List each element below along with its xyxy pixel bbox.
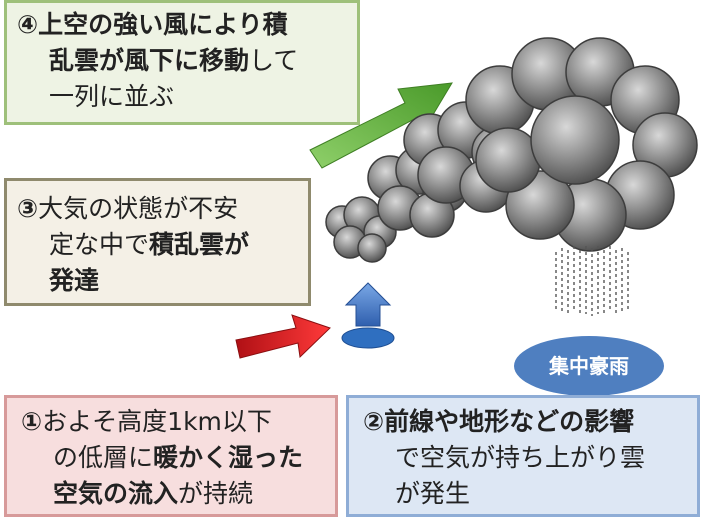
step4-line2-rest: して [249,46,299,75]
step3-line3: 発達 [49,266,100,295]
step2-number: ② [363,407,385,436]
cloud-large [465,37,698,252]
step2-line3: が発生 [395,479,471,508]
blue-up-arrow-icon [341,282,395,349]
step3-line2: 定な中で [49,230,150,259]
step3-box: ③大気の状態が不安 定な中で積乱雲が 発達 [4,178,311,306]
step1-line1: およそ高度1km以下 [42,407,272,436]
step1-number: ① [21,407,43,436]
heavy-rain-label: 集中豪雨 [514,336,664,396]
cloud-medium-2 [403,101,525,213]
step4-box: ④上空の強い風により積 乱雲が風下に移動して 一列に並ぶ [4,0,360,125]
step2-line1: 前線や地形などの影響 [384,407,635,436]
step4-line1: 上空の強い風により積 [38,10,288,39]
cumulonimbus-cloud-icon [325,37,698,263]
step1-line3-bold: 空気の流入 [53,479,179,508]
step4-line2-bold: 乱雲が風下に移動 [49,46,250,75]
step4-line3: 一列に並ぶ [49,82,175,111]
red-arrow-icon [235,314,331,359]
step1-line2: の低層に [53,443,154,472]
step1-line3: が持続 [178,479,254,508]
step1-line2-bold: 暖かく湿った [153,443,304,472]
rain-icon [555,246,629,316]
step3-line2-bold: 積乱雲が [149,230,250,259]
step3-number: ③ [17,194,39,223]
step1-box: ①およそ高度1km以下 の低層に暖かく湿った 空気の流入が持続 [4,395,338,517]
step2-box: ②前線や地形などの影響 で空気が持ち上がり雲 が発生 [346,395,700,517]
cloud-small [325,196,397,263]
step3-line1: 大気の状態が不安 [38,194,239,223]
step2-line2: で空気が持ち上がり雲 [395,443,646,472]
cloud-medium-1 [367,145,468,238]
step4-number: ④ [17,10,39,39]
